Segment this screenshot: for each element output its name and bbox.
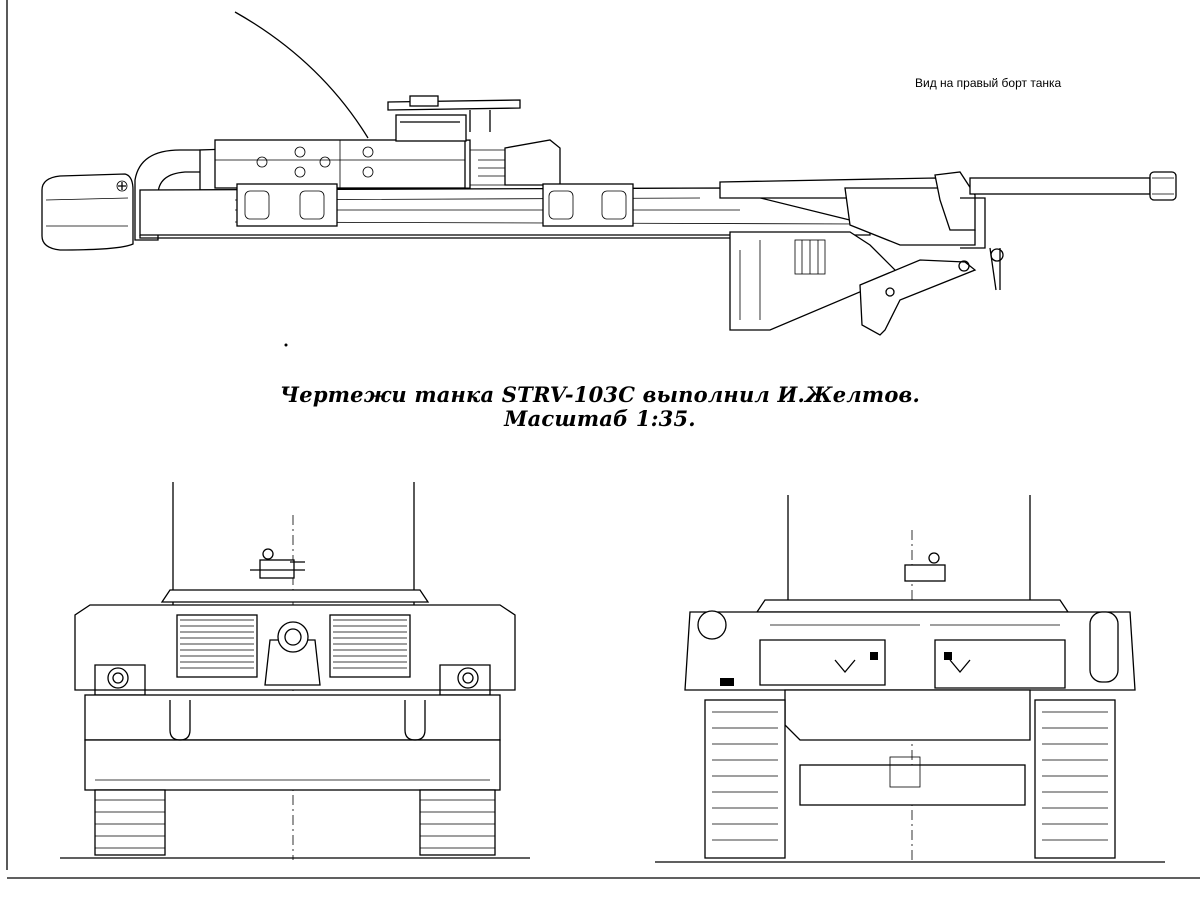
- drawing-title: Чертежи танка STRV-103C выполнил И.Желто…: [279, 382, 921, 407]
- side-view-caption: Вид на правый борт танка: [915, 76, 1062, 90]
- side-view-drawing: [41, 11, 1177, 347]
- drawing-scale: Масштаб 1:35.: [504, 406, 696, 431]
- rear-view-drawing: [655, 495, 1165, 863]
- front-view-drawing: [60, 482, 530, 860]
- sheet-frame: [6, 0, 1200, 879]
